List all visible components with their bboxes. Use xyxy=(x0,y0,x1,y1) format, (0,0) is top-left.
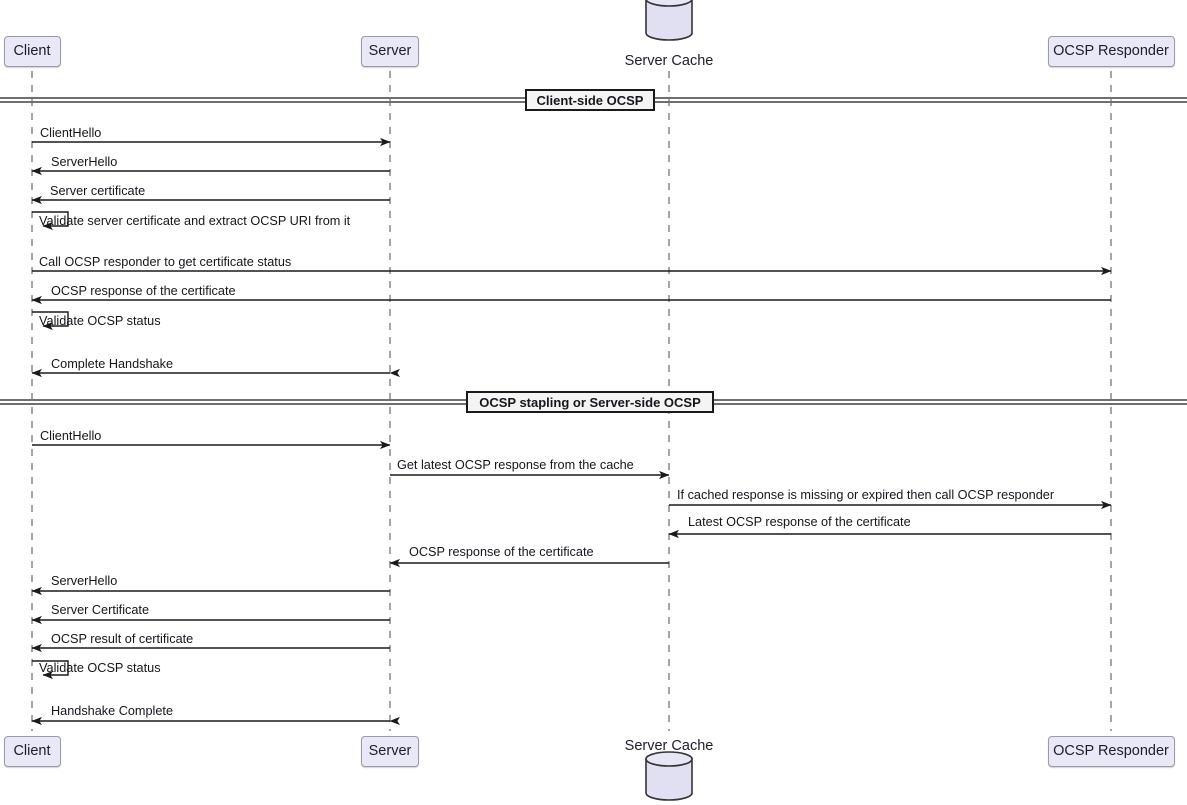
message-label-m10: Get latest OCSP response from the cache xyxy=(397,458,634,472)
participant-cache-top-label: Server Cache xyxy=(624,53,714,69)
participant-label: Server xyxy=(368,743,412,760)
participant-cache-bottom-label: Server Cache xyxy=(624,738,714,754)
message-label-m17: Validate OCSP status xyxy=(39,661,161,675)
db-top-ellipse xyxy=(645,751,693,767)
database-icon-cache-top[interactable] xyxy=(645,0,693,41)
participant-label: Client xyxy=(13,43,51,60)
message-arrows xyxy=(31,137,1112,726)
message-label-m11: If cached response is missing or expired… xyxy=(677,488,1055,502)
participant-responder-bottom[interactable]: OCSP Responder xyxy=(1047,736,1175,767)
participant-server-top[interactable]: Server xyxy=(361,36,419,67)
message-label-m14: ServerHello xyxy=(51,574,118,588)
participant-client-top[interactable]: Client xyxy=(3,36,61,67)
message-label-m4: Validate server certificate and extract … xyxy=(39,214,351,228)
message-label-m5: Call OCSP responder to get certificate s… xyxy=(39,255,292,269)
db-top-ellipse xyxy=(645,0,693,7)
self-message-m4 xyxy=(32,211,69,231)
message-label-m7: Validate OCSP status xyxy=(39,314,161,328)
participant-label: OCSP Responder xyxy=(1053,743,1169,760)
message-label-m8: Complete Handshake xyxy=(51,357,174,371)
participant-label: Server xyxy=(368,43,412,60)
database-icon-cache-bottom[interactable] xyxy=(645,751,693,801)
participant-label: OCSP Responder xyxy=(1053,43,1169,60)
divider-label-text: Client-side OCSP xyxy=(536,92,644,108)
db-body xyxy=(645,0,693,41)
db-body xyxy=(645,758,693,801)
divider-server-side-ocsp: OCSP stapling or Server-side OCSP xyxy=(466,391,714,413)
divider-client-side-ocsp: Client-side OCSP xyxy=(525,89,655,111)
message-label-m9: ClientHello xyxy=(40,429,102,443)
self-message-m17 xyxy=(32,660,69,680)
participant-server-bottom[interactable]: Server xyxy=(361,736,419,767)
message-label-m1: ClientHello xyxy=(40,126,102,140)
participant-label: Client xyxy=(13,743,51,760)
divider-label-text: OCSP stapling or Server-side OCSP xyxy=(479,394,701,410)
message-label-m2: ServerHello xyxy=(51,155,118,169)
message-label-m3: Server certificate xyxy=(50,184,146,198)
participant-client-bottom[interactable]: Client xyxy=(3,736,61,767)
message-label-m16: OCSP result of certificate xyxy=(51,632,194,646)
message-label-m12: Latest OCSP response of the certificate xyxy=(688,515,911,529)
message-label-m6: OCSP response of the certificate xyxy=(51,284,236,298)
self-message-m7 xyxy=(32,311,69,331)
database-icons xyxy=(645,0,693,801)
message-label-m15: Server Certificate xyxy=(51,603,150,617)
message-label-m13: OCSP response of the certificate xyxy=(409,545,594,559)
message-label-m18: Handshake Complete xyxy=(51,704,174,718)
participant-responder-top[interactable]: OCSP Responder xyxy=(1047,36,1175,67)
